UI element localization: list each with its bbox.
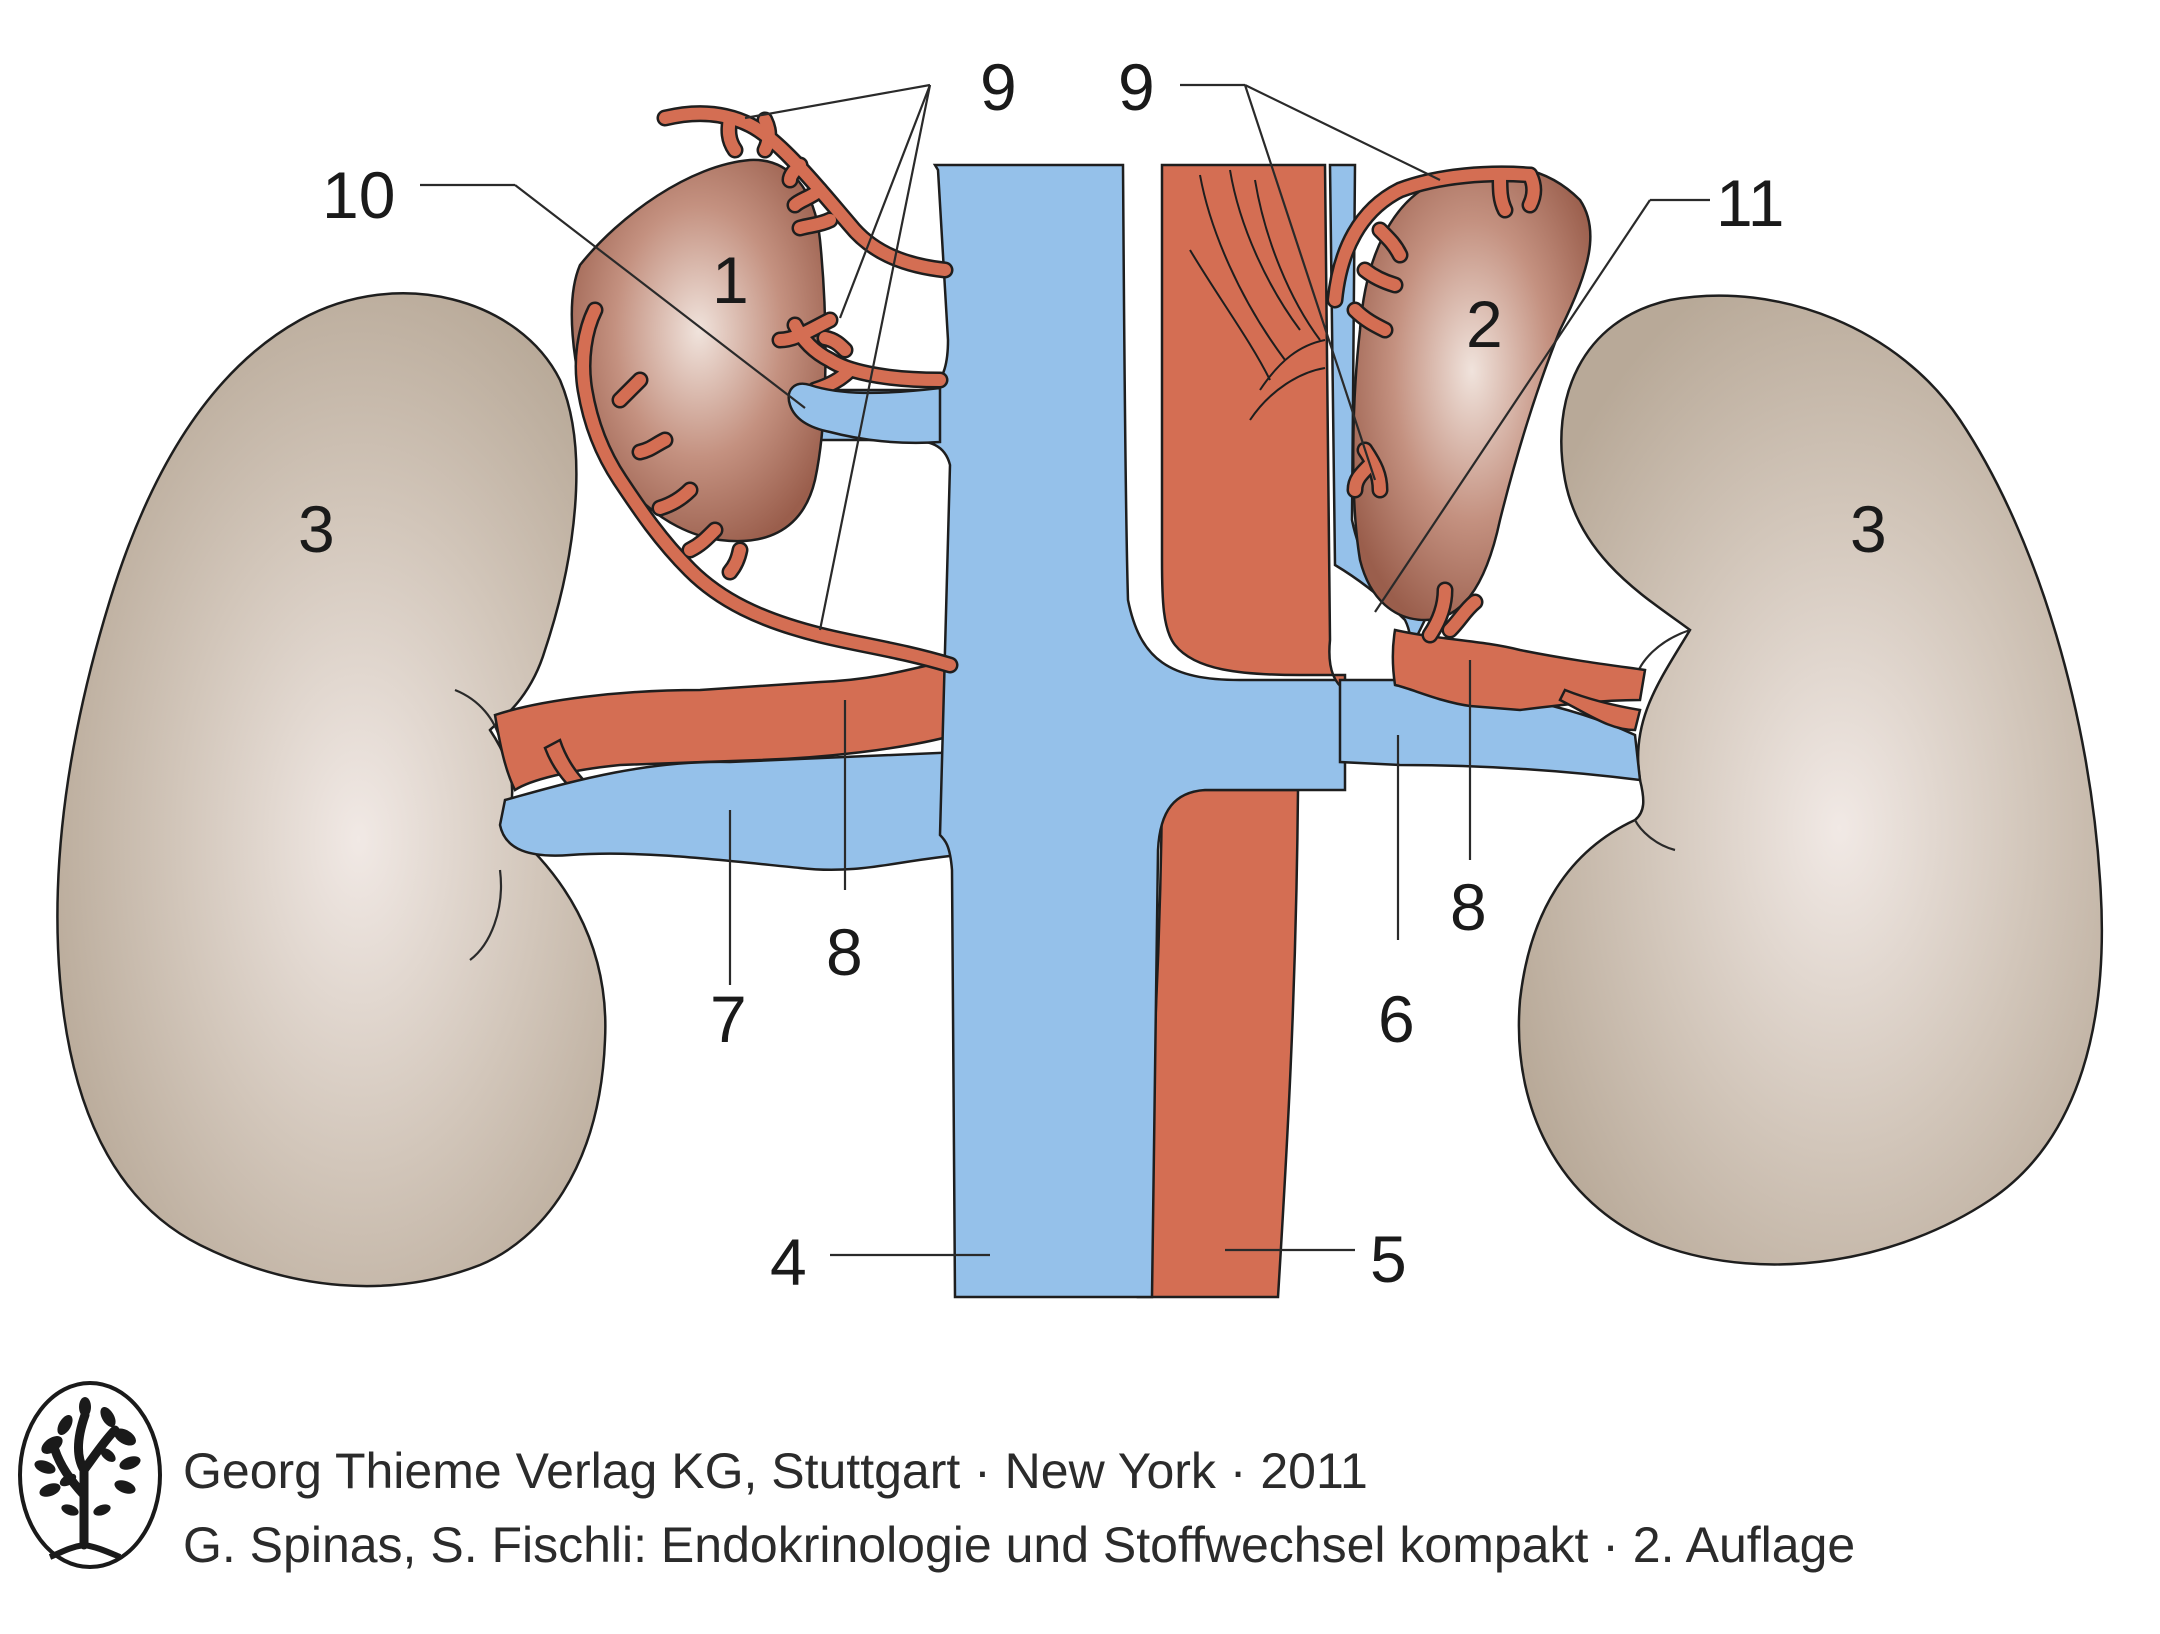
label-kidney-left: 3 (1850, 492, 1887, 566)
label-renal-artery-left: 8 (1450, 870, 1487, 944)
label-aorta: 5 (1370, 1222, 1407, 1296)
leader-lines (420, 83, 1710, 1257)
aorta-upper (1160, 163, 1347, 693)
label-renal-vein-right: 7 (710, 982, 747, 1056)
aorta (1136, 788, 1300, 1299)
kidney-left (1517, 294, 2104, 1266)
adrenal-gland-right (570, 158, 827, 543)
label-adrenal-arteries-left: 9 (1118, 50, 1155, 124)
tree-logo-icon (18, 1381, 162, 1569)
renal-artery-right (493, 658, 957, 792)
label-adrenal-left: 2 (1466, 287, 1503, 361)
label-vena-cava: 4 (770, 1225, 807, 1299)
kidney-right (56, 292, 607, 1288)
label-kidney-right: 3 (298, 492, 335, 566)
label-renal-artery-right: 8 (826, 915, 863, 989)
label-renal-vein-left: 6 (1378, 982, 1415, 1056)
renal-artery-left (1391, 628, 1647, 712)
label-adrenal-arteries-right: 9 (980, 50, 1017, 124)
credit-publisher: Georg Thieme Verlag KG, Stuttgart · New … (183, 1443, 1368, 1499)
label-adrenal-vein-right: 10 (322, 158, 395, 232)
label-adrenal-right: 1 (712, 243, 749, 317)
label-adrenal-vein-left: 11 (1716, 166, 1785, 240)
adrenal-arteries-right (574, 105, 959, 674)
credit-book: G. Spinas, S. Fischli: Endokrinologie un… (183, 1517, 1855, 1573)
